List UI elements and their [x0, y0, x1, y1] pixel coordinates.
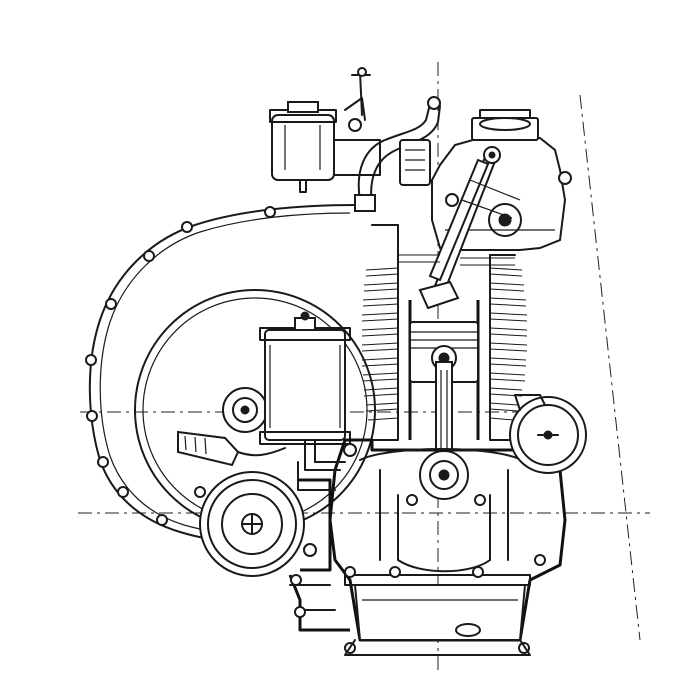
spark-plug-lead [177, 430, 286, 467]
valve-gear [418, 146, 521, 310]
head-fins [398, 254, 515, 266]
oil-filter [259, 311, 351, 445]
oil-lines [297, 439, 357, 491]
oil-sump [344, 584, 531, 656]
carburettor [269, 67, 381, 193]
lower-bracket [288, 574, 350, 632]
crankcase [328, 438, 567, 654]
cooling-fins-right [489, 267, 528, 421]
cooling-fins-left [361, 267, 399, 421]
connecting-rod [419, 361, 469, 500]
magneto [509, 394, 587, 474]
flywheel-housing [85, 204, 356, 541]
dynamo [194, 471, 332, 577]
inlet-pipe [354, 96, 441, 212]
